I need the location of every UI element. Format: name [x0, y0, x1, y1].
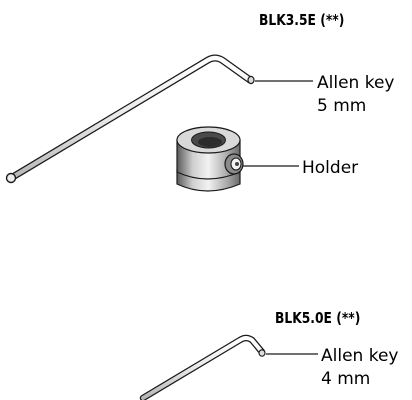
allen-key-5mm-icon	[5, 54, 255, 184]
callout-allen-key-5mm-size: 5 mm	[317, 96, 367, 116]
callout-allen-key-4mm-size: 4 mm	[321, 369, 371, 389]
holder-icon	[176, 126, 244, 192]
callout-holder: Holder	[302, 157, 358, 180]
allen-key-4mm-icon	[139, 334, 266, 400]
model-code-blk35e: BLK3.5E (**)	[259, 11, 345, 29]
callout-allen-key-4mm-name: Allen key	[321, 346, 399, 366]
callout-allen-key-5mm: Allen key 5 mm	[317, 72, 394, 118]
callout-allen-key-5mm-name: Allen key	[317, 73, 395, 93]
model-code-blk50e: BLK5.0E (**)	[275, 309, 361, 327]
callout-holder-name: Holder	[302, 158, 359, 178]
callout-allen-key-4mm: Allen key 4 mm	[321, 345, 398, 391]
